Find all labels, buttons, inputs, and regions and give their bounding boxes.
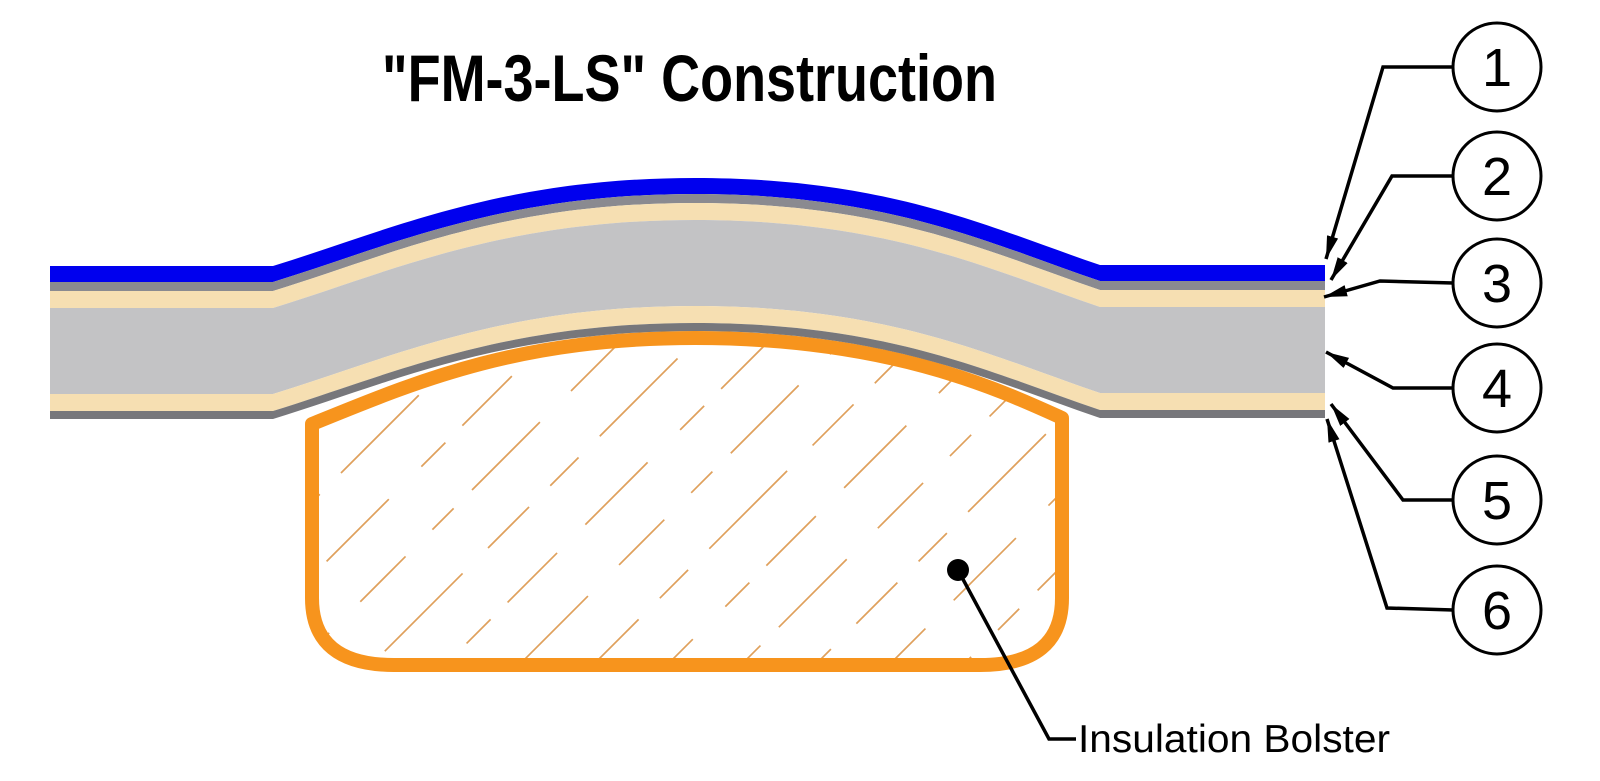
bolster-hatch-line (483, 338, 895, 665)
bolster-hatch-line (409, 338, 821, 665)
callout-balloons: 1 2 3 4 5 6 (1451, 21, 1543, 656)
callout-4-leader (1325, 350, 1453, 390)
callout-5-leader (1329, 402, 1453, 502)
callout-2-number: 2 (1482, 147, 1512, 207)
callout-3-leader (1323, 279, 1454, 299)
layer-5-pad (50, 306, 1325, 411)
callout-4-circle (1451, 342, 1543, 434)
callout-5-number: 5 (1482, 471, 1512, 531)
bolster-hatch-line (779, 338, 1062, 665)
bolster-label: Insulation Bolster (1078, 718, 1390, 761)
callout-2-leader (1329, 174, 1453, 281)
layer-3-pad (50, 203, 1325, 308)
layer-4-core (50, 220, 1325, 394)
layer-2-scrim (50, 194, 1325, 291)
insulation-bolster (305, 331, 1069, 672)
callout-3-number: 3 (1482, 254, 1512, 314)
callout-2-circle (1451, 130, 1543, 222)
callout-6-circle (1451, 564, 1543, 656)
callout-leaders (1323, 65, 1454, 612)
callout-6-number: 6 (1482, 581, 1512, 641)
bolster-label-leader (947, 559, 1076, 741)
callout-1-circle (1451, 21, 1543, 113)
callout-1-number: 1 (1482, 38, 1512, 98)
layer-1-top-membrane (50, 178, 1325, 282)
callout-3-circle (1451, 237, 1543, 329)
bolster-hatch-line (335, 338, 747, 665)
diagram-title: "FM-3-LS" Construction (382, 41, 997, 115)
bolster-hatch-line (312, 338, 673, 665)
callout-1-leader (1324, 65, 1453, 260)
bolster-label-line (956, 569, 1076, 741)
callout-5-circle (1451, 454, 1543, 546)
callout-6-leader (1325, 418, 1454, 612)
bolster-outline (305, 331, 1069, 672)
callout-4-number: 4 (1482, 359, 1512, 419)
layer-stack (50, 178, 1325, 419)
bolster-fill (312, 338, 1062, 665)
